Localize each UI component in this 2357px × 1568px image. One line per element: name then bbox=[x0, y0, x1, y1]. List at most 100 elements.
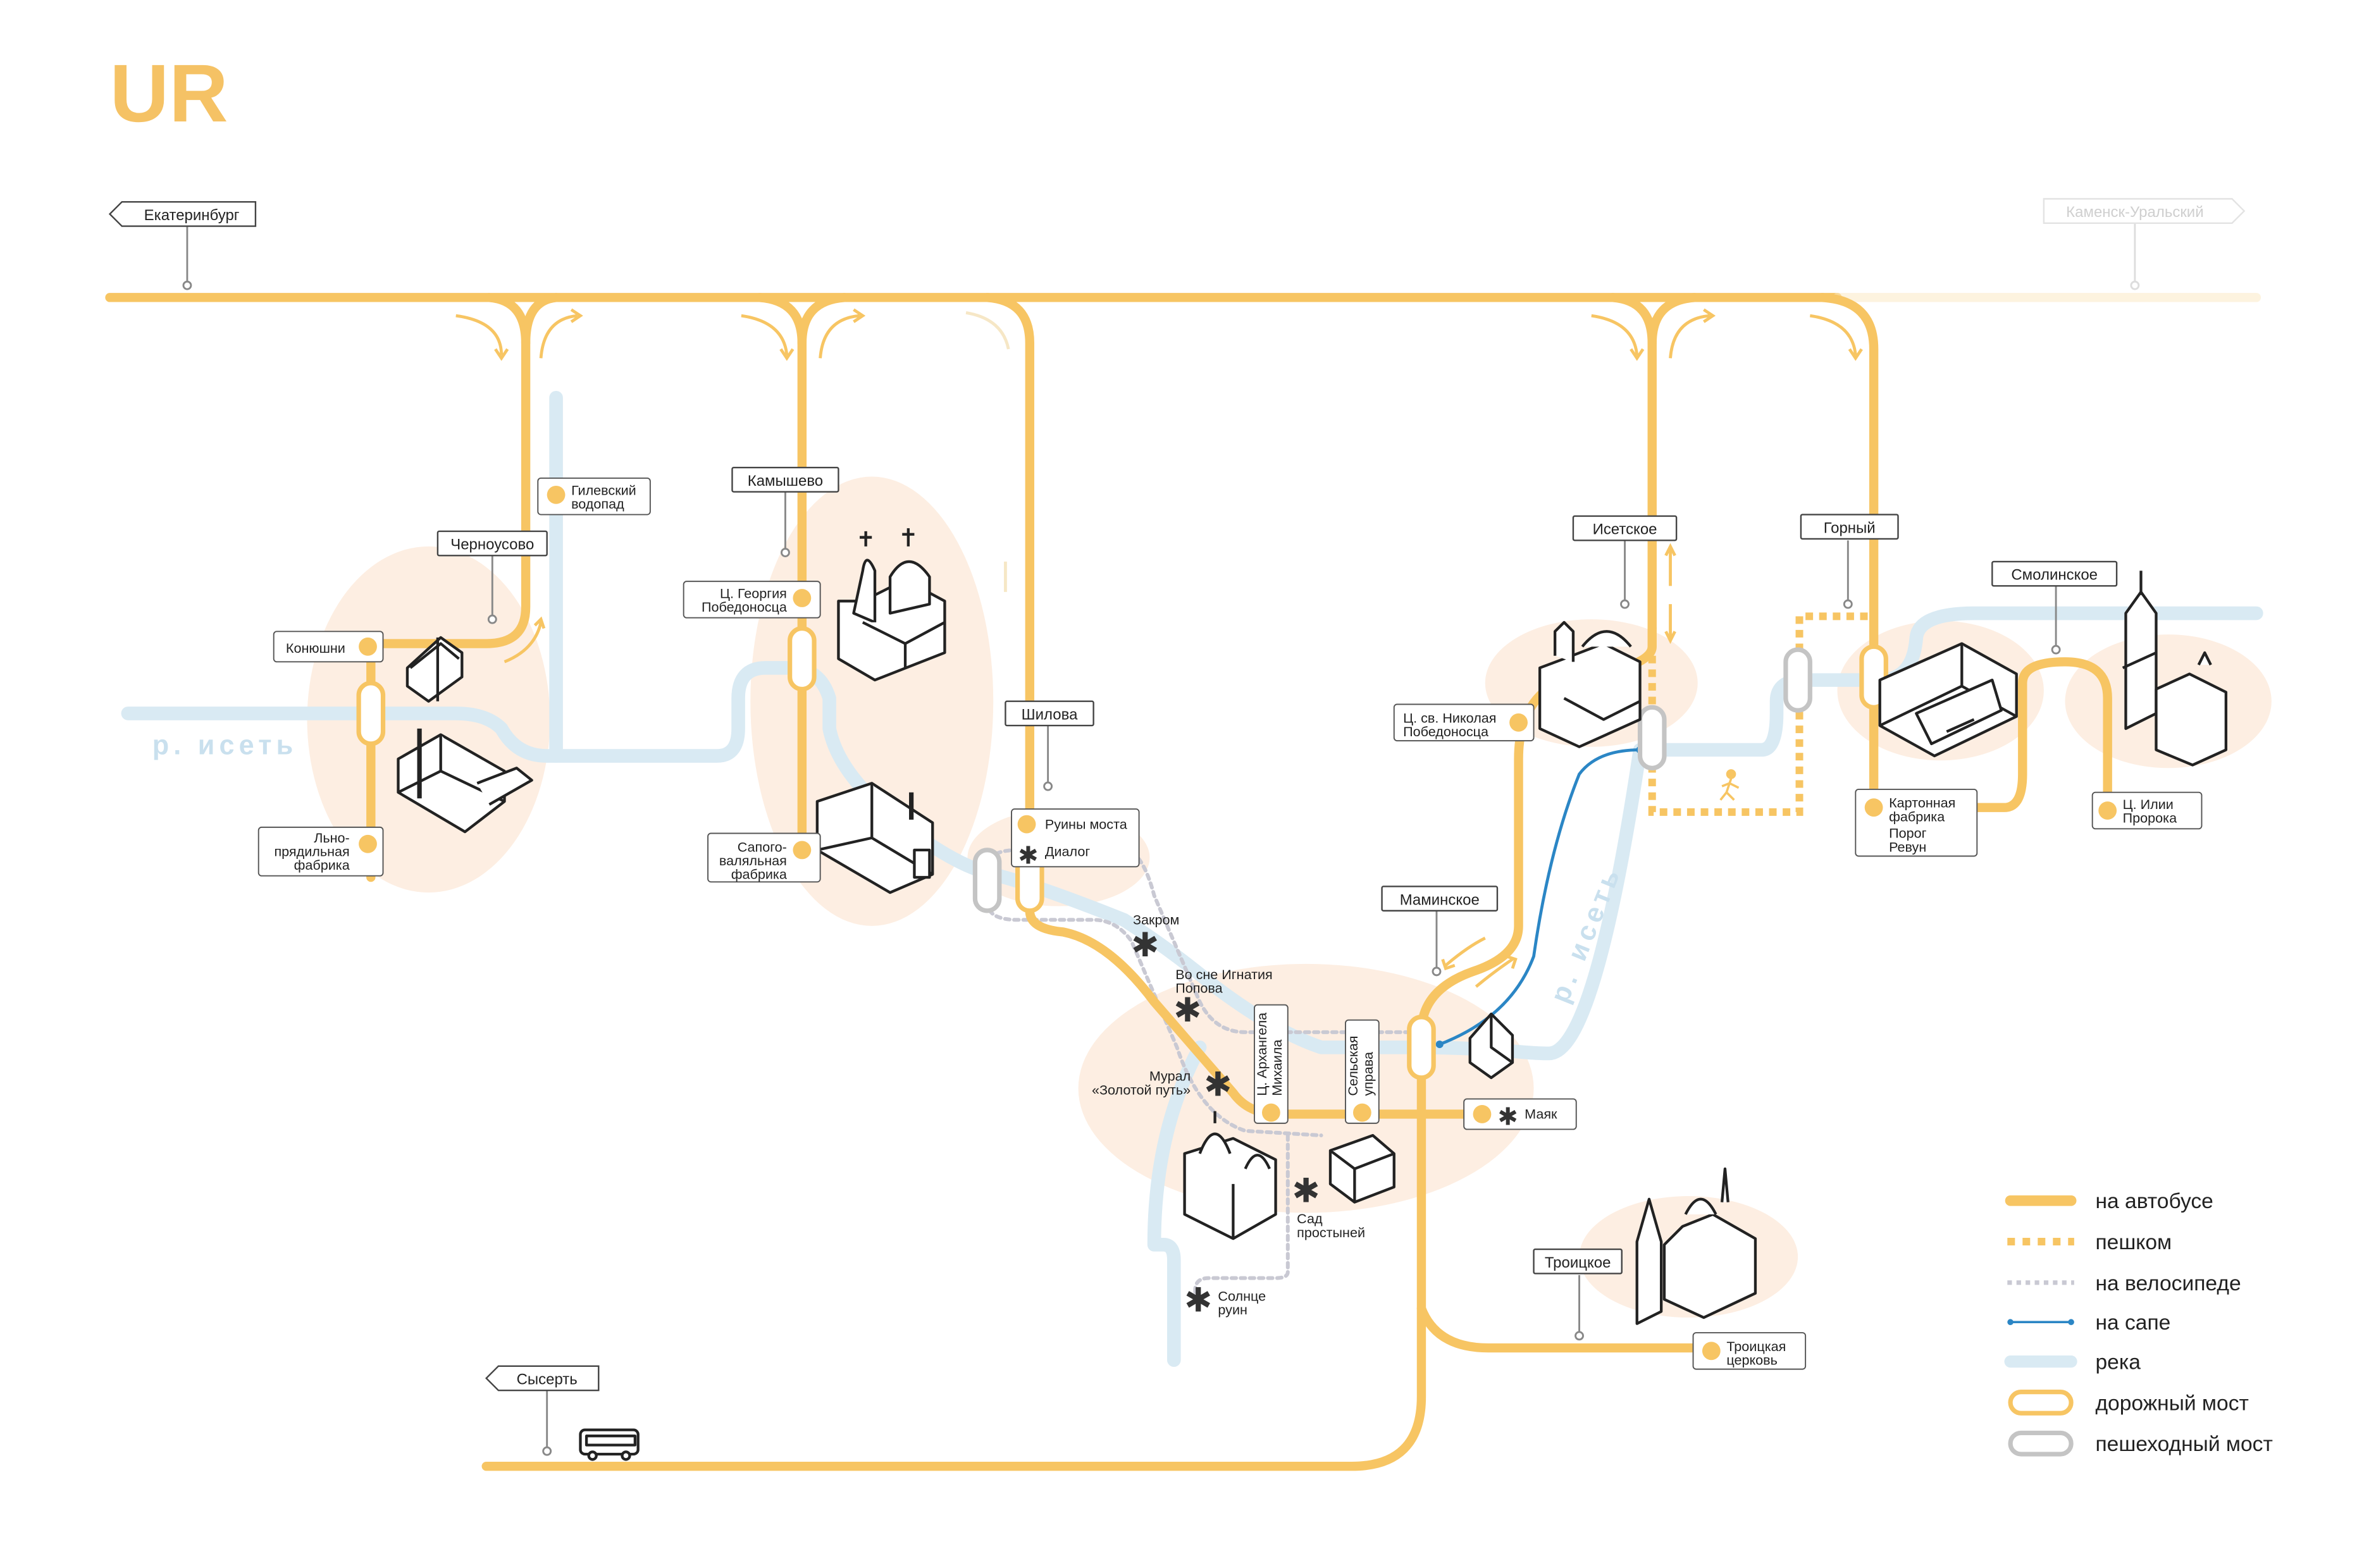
point-mural-2: «Золотой путь» bbox=[1092, 1082, 1191, 1097]
direction-sign-sysert: Сысерть bbox=[485, 1365, 600, 1392]
legend-pedestrian-bridge-icon bbox=[2008, 1430, 2074, 1457]
stop-dots bbox=[359, 485, 2117, 1361]
stop-arkhangel-1: Ц. Архангела bbox=[1254, 1013, 1270, 1096]
river-label-left: р. исеть bbox=[152, 731, 298, 761]
walking-person-icon bbox=[1719, 769, 1740, 801]
stop-gilevsky-1: Гилевский bbox=[571, 482, 636, 498]
legend-road-bridge-icon bbox=[2008, 1390, 2074, 1416]
point-sad-2: простыней bbox=[1297, 1225, 1365, 1240]
point-vo-sne-1: Во сне Игнатия bbox=[1175, 966, 1273, 982]
felt-boot-factory-icon bbox=[815, 782, 934, 894]
church-arkhangel-icon bbox=[1183, 1111, 1277, 1240]
road-bridge-maminskoe bbox=[1407, 1015, 1436, 1080]
legend-label-bus: на автобусе bbox=[2095, 1190, 2213, 1213]
legend-label-walk: пешком bbox=[2095, 1231, 2172, 1254]
star-icon-mural: ✱ bbox=[1204, 1066, 1232, 1104]
stop-nikolay-1: Ц. св. Николая bbox=[1403, 710, 1496, 725]
star-icon-solntse: ✱ bbox=[1184, 1281, 1212, 1319]
stop-boxes bbox=[257, 477, 2203, 1370]
settlement-maminskoe: Маминское bbox=[1400, 891, 1480, 908]
road-bridge-konyushni bbox=[356, 681, 386, 746]
stop-karton-1: Картонная bbox=[1889, 795, 1955, 811]
point-dialog: Диалог bbox=[1045, 843, 1091, 859]
stop-karton-2: фабрика bbox=[1889, 808, 1945, 824]
faded-arrows bbox=[965, 311, 1010, 592]
stop-georgy-1: Ц. Георгия bbox=[720, 586, 787, 602]
stop-lno-1: Льно- bbox=[314, 830, 350, 846]
stop-mayak: Маяк bbox=[1525, 1106, 1557, 1122]
settlement-gorny: Горный bbox=[1824, 519, 1876, 536]
art-point-stars: ✱ ✱ ✱ ✱ ✱ ✱ ✱ bbox=[1018, 841, 1518, 1319]
legend-label-pedestrian-bridge: пешеходный мост bbox=[2095, 1433, 2272, 1456]
signposts bbox=[182, 221, 2140, 1456]
direction-arrows bbox=[455, 308, 1863, 988]
stop-uprava-1: Сельская bbox=[1345, 1036, 1361, 1096]
settlement-chernousovo: Черноусово bbox=[450, 536, 534, 553]
stop-ilya-1: Ц. Илии bbox=[2123, 796, 2174, 812]
stop-troitskaya-2: церковь bbox=[1726, 1352, 1778, 1367]
church-troitskaya-icon bbox=[1635, 1167, 1757, 1325]
bus-icon bbox=[579, 1428, 640, 1461]
legend-label-bike: на велосипеде bbox=[2095, 1272, 2241, 1295]
settlement-shilova: Шилова bbox=[1022, 707, 1078, 724]
legend-label-river: река bbox=[2095, 1351, 2141, 1374]
cardboard-factory-icon bbox=[1878, 642, 2018, 758]
church-georgy-icon bbox=[837, 528, 946, 682]
stop-arkhangel-2: Михаила bbox=[1269, 1039, 1285, 1096]
stop-georgy-2: Победоносца bbox=[702, 599, 787, 615]
church-ilya-icon bbox=[2122, 571, 2228, 767]
stop-porog-2: Ревун bbox=[1889, 839, 1926, 855]
svg-text:Каменск-Уральский: Каменск-Уральский bbox=[2066, 204, 2203, 221]
pedestrian-bridge-gorny bbox=[1783, 647, 1812, 713]
settlement-isetskoe: Исетское bbox=[1593, 521, 1657, 538]
svg-text:Екатеринбург: Екатеринбург bbox=[144, 207, 240, 224]
pedestrian-bridges bbox=[972, 647, 1812, 913]
linen-factory-icon bbox=[397, 728, 533, 834]
pedestrian-bridge-shilova bbox=[972, 848, 1002, 913]
stop-nikolay-2: Победоносца bbox=[1403, 724, 1488, 739]
stop-sapogo-2: валяльная bbox=[719, 853, 787, 868]
stable-building-icon bbox=[405, 636, 464, 703]
stop-gilevsky-2: водопад bbox=[571, 496, 624, 512]
landmark-illustrations bbox=[397, 528, 2228, 1461]
stop-uprava-2: управа bbox=[1360, 1052, 1376, 1096]
star-icon-vo-sne: ✱ bbox=[1173, 991, 1201, 1030]
river-iset bbox=[121, 390, 2263, 1367]
legend: на автобусе пешком на велосипеде на сапе… bbox=[2004, 1190, 2273, 1457]
point-solntse-1: Солнце bbox=[1218, 1288, 1266, 1304]
stop-lno-2: прядильная bbox=[274, 843, 349, 859]
star-icon-zakrom: ✱ bbox=[1131, 926, 1159, 965]
stop-ruiny: Руины моста bbox=[1045, 816, 1127, 832]
point-zakrom: Закром bbox=[1133, 911, 1179, 927]
sup-start-dot bbox=[1435, 1040, 1444, 1049]
stop-porog-1: Порог bbox=[1889, 825, 1927, 841]
settlement-smolinskoe: Смолинское bbox=[2011, 567, 2098, 584]
point-vo-sne-2: Попова bbox=[1175, 980, 1222, 996]
stop-konyushni: Конюшни bbox=[286, 640, 345, 656]
point-sad-1: Сад bbox=[1297, 1211, 1323, 1226]
star-icon-sad: ✱ bbox=[1292, 1172, 1320, 1211]
svg-text:Сысерть: Сысерть bbox=[517, 1371, 578, 1388]
village-board-icon bbox=[1328, 1133, 1395, 1204]
lighthouse-icon bbox=[1468, 1012, 1514, 1080]
stop-ilya-2: Пророка bbox=[2123, 810, 2177, 826]
point-solntse-2: руин bbox=[1218, 1302, 1247, 1318]
settlement-labels bbox=[436, 466, 2118, 1275]
road-bridge-georgy bbox=[788, 626, 817, 692]
pedestrian-bridge-isetskoe bbox=[1637, 705, 1667, 770]
settlement-kamyshevo: Камышево bbox=[748, 472, 823, 490]
walk-route bbox=[1648, 612, 1868, 816]
direction-sign-ekaterinburg: Екатеринбург bbox=[108, 201, 257, 227]
star-icon-dialog: ✱ bbox=[1018, 841, 1038, 870]
stop-lno-3: фабрика bbox=[294, 857, 350, 873]
stop-sapogo-1: Сапого- bbox=[738, 839, 787, 855]
legend-label-sup: на сапе bbox=[2095, 1311, 2170, 1335]
logo: UR bbox=[110, 48, 228, 139]
church-nikolay-icon bbox=[1538, 620, 1642, 748]
sup-route bbox=[1438, 748, 1640, 1046]
point-mural-1: Мурал bbox=[1149, 1068, 1191, 1084]
star-icon-mayak: ✱ bbox=[1498, 1102, 1518, 1131]
direction-sign-kamensk: Каменск-Уральский bbox=[2043, 198, 2246, 224]
stop-sapogo-3: фабрика bbox=[731, 866, 787, 882]
